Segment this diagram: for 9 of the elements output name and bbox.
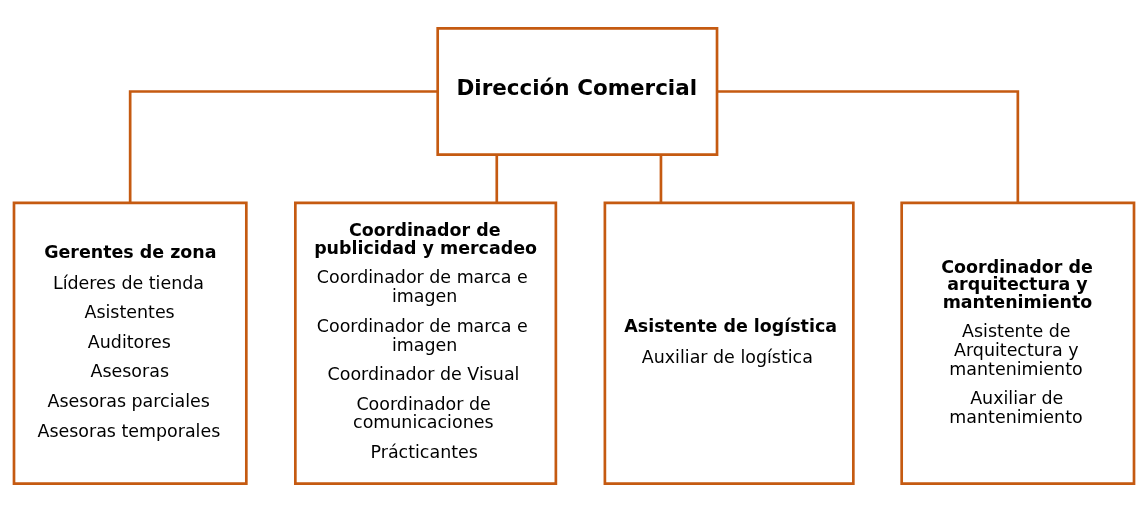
- connector: [495, 155, 499, 203]
- connector: [717, 90, 1020, 203]
- node-box: Gerentes de zona Líderes de tienda Asistentes Auditores Asesoras Asesoras parciales Asesoras temporales: [12, 201, 248, 485]
- node-box: Dirección Comercial: [436, 27, 719, 156]
- connector: [128, 90, 438, 203]
- connector: [659, 155, 663, 203]
- node-box: Coordinador de arquitectura y mantenimiento Asistente de Arquitectura y mantenimiento Auxiliar de mantenimiento: [900, 201, 1136, 485]
- node-box: Coordinador de publicidad y mercadeo Coordinador de marca e imagen Coordinador de marca e imagen Coordinador de Visual Coordinador de comunicaciones Prácticantes: [294, 201, 558, 485]
- node-box: Asistente de logística Auxiliar de logística: [603, 201, 855, 485]
